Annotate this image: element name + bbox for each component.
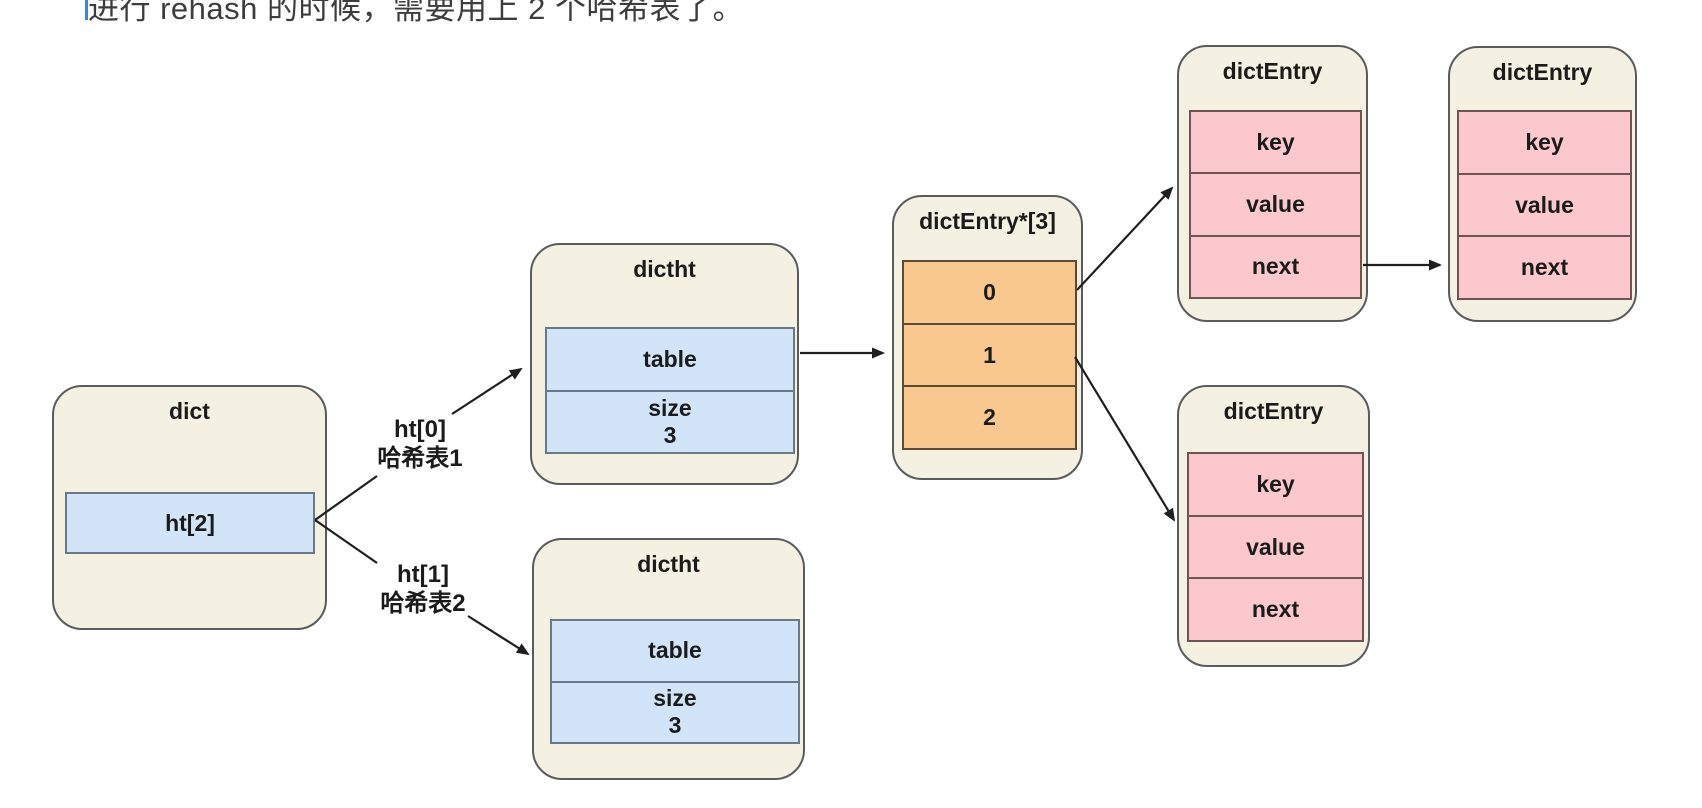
node-dictht-2: dictht table size 3 xyxy=(532,538,805,780)
node-dictentry-3-cells: key value next xyxy=(1187,452,1364,642)
cell-size-value: 3 xyxy=(663,421,677,448)
node-bucket-array-cells: 0 1 2 xyxy=(902,260,1077,450)
arrow-ht0-to-dictht1 xyxy=(451,367,523,415)
node-dictht-1-cells: table size 3 xyxy=(545,327,795,454)
node-dictentry-1-title: dictEntry xyxy=(1222,58,1323,84)
caption-text: 进行 rehash 的时候，需要用上 2 个哈希表了。 xyxy=(88,0,744,26)
node-dictht-1-title: dictht xyxy=(633,256,696,282)
cell-key: key xyxy=(1525,128,1564,155)
node-dictht-2-cells: table size 3 xyxy=(550,619,800,744)
node-dictentry-2: dictEntry key value next xyxy=(1448,46,1637,322)
label-ht0-line1: ht[0] xyxy=(394,416,446,443)
node-bucket-array-title: dictEntry*[3] xyxy=(919,208,1056,234)
label-ht1-line2: 哈希表2 xyxy=(380,590,466,617)
label-ht1-line1: ht[1] xyxy=(397,561,449,588)
node-dictentry-2-cells: key value next xyxy=(1457,110,1632,300)
cell-table: table xyxy=(643,345,697,372)
cell-size-label: size xyxy=(648,394,692,421)
cell-slot-1: 1 xyxy=(904,322,1075,386)
node-dict-cells: ht[2] xyxy=(65,492,315,554)
node-dictht-2-title: dictht xyxy=(637,551,700,577)
cell-size-label: size xyxy=(653,685,697,712)
arrow-slot1-to-entry3 xyxy=(1074,356,1176,522)
cell-next: next xyxy=(1189,577,1362,640)
cell-size: size 3 xyxy=(552,680,798,743)
label-ht0: ht[0] 哈希表1 xyxy=(355,415,485,473)
cell-key: key xyxy=(1256,470,1295,497)
node-dictentry-2-title: dictEntry xyxy=(1492,59,1593,85)
cell-size-value: 3 xyxy=(668,712,682,739)
cell-slot-2: 2 xyxy=(904,385,1075,448)
text-cursor[interactable] xyxy=(85,0,88,20)
cell-next: next xyxy=(1459,235,1630,298)
cell-key: key xyxy=(1256,128,1295,155)
cell-ht2: ht[2] xyxy=(165,509,215,536)
cell-table: table xyxy=(648,637,702,664)
node-dictht-1: dictht table size 3 xyxy=(530,243,799,485)
node-dictentry-3-title: dictEntry xyxy=(1223,398,1324,424)
node-dictentry-1-cells: key value next xyxy=(1189,110,1362,299)
node-dictentry-3: dictEntry key value next xyxy=(1177,385,1370,667)
node-dictentry-1: dictEntry key value next xyxy=(1177,45,1368,322)
cell-value: value xyxy=(1459,172,1630,236)
label-ht0-line2: 哈希表1 xyxy=(377,445,463,472)
arrow-ht1-to-dictht2 xyxy=(467,615,530,656)
node-dict-title: dict xyxy=(169,398,210,424)
cell-value: value xyxy=(1189,514,1362,578)
node-bucket-array: dictEntry*[3] 0 1 2 xyxy=(892,195,1083,480)
arrow-slot0-to-entry1 xyxy=(1076,186,1174,291)
label-ht1: ht[1] 哈希表2 xyxy=(358,560,488,618)
cell-size: size 3 xyxy=(547,389,793,453)
cell-value: value xyxy=(1191,172,1360,234)
cell-next: next xyxy=(1191,234,1360,297)
cell-slot-0: 0 xyxy=(983,278,996,305)
node-dict: dict ht[2] xyxy=(52,385,327,630)
